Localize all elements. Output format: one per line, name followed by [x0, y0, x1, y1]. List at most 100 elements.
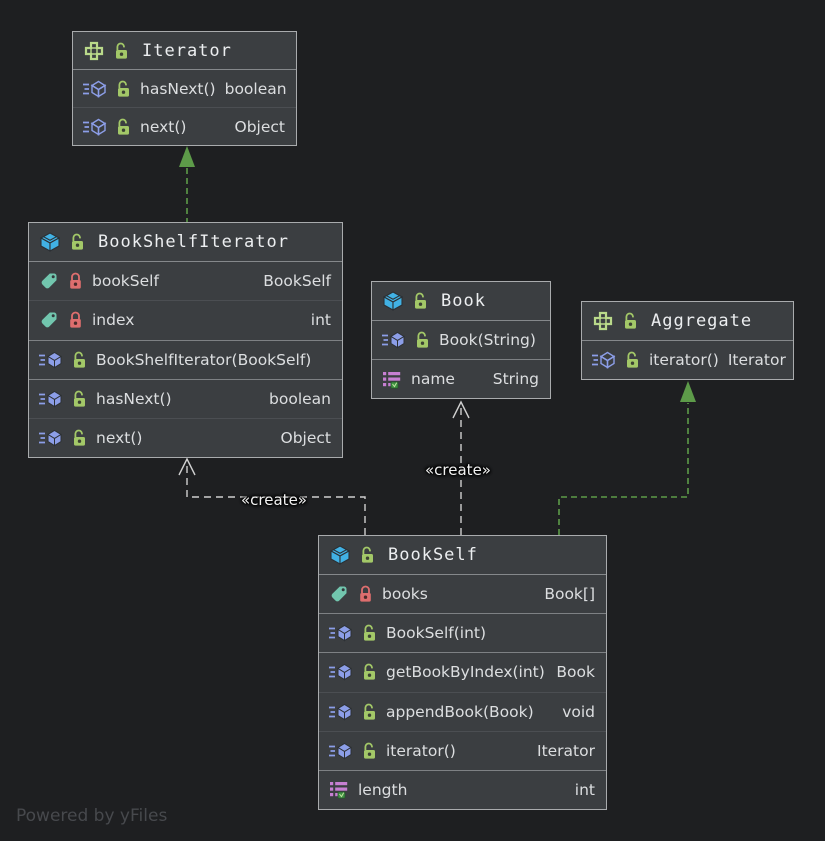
class-title: Book [441, 291, 486, 311]
class-node-bookself[interactable]: BookSelf books Book[] [318, 535, 607, 810]
property-icon [330, 782, 348, 800]
member-type: Book[] [544, 585, 595, 604]
interface-method-icon [83, 80, 107, 98]
member-name: BookShelfIterator(BookSelf) [96, 350, 312, 369]
member-row[interactable]: name String [372, 359, 550, 398]
public-lock-icon [74, 429, 85, 446]
member-name: books [382, 585, 428, 604]
class-icon [329, 545, 351, 565]
field-icon [41, 312, 57, 328]
member-type: int [574, 780, 595, 799]
member-row[interactable]: BookShelfIterator(BookSelf) [29, 339, 342, 379]
public-lock-icon [364, 625, 375, 641]
member-name: bookSelf [92, 272, 159, 291]
member-type: Iterator [727, 351, 786, 369]
member-type: Iterator [537, 741, 595, 760]
member-name: appendBook(Book) [386, 702, 534, 721]
member-type: boolean [224, 79, 287, 98]
method-icon [382, 331, 405, 349]
method-icon [329, 742, 352, 760]
method-icon [329, 703, 352, 721]
public-lock-icon [74, 351, 85, 368]
property-icon [383, 371, 401, 389]
member-name: iterator() [649, 351, 719, 369]
class-node-iterator[interactable]: Iterator hasNext() boolean [72, 31, 297, 146]
member-row[interactable]: books Book[] [319, 574, 606, 613]
class-node-bookshelfiterator[interactable]: BookShelfIterator bookSelf BookSelf [28, 222, 343, 458]
private-lock-icon [70, 312, 81, 329]
private-lock-icon [70, 272, 81, 289]
member-row[interactable]: hasNext() boolean [29, 378, 342, 418]
open-arrowhead-icon [452, 400, 470, 419]
class-node-book[interactable]: Book Book(String) [371, 281, 551, 399]
class-icon [39, 232, 61, 253]
interface-method-icon [83, 118, 107, 136]
member-name: next() [96, 428, 143, 447]
member-row[interactable]: length int [319, 769, 606, 809]
class-icon [382, 291, 404, 311]
public-lock-icon [118, 118, 129, 135]
public-lock-icon [627, 351, 638, 368]
member-row[interactable]: appendBook(Book) void [319, 691, 606, 731]
create-edge-label: «create» [241, 491, 307, 509]
create-edge-bookself-book[interactable] [452, 400, 470, 535]
member-row[interactable]: hasNext() boolean [73, 69, 296, 107]
member-name: getBookByIndex(int) [386, 663, 545, 682]
member-row[interactable]: next() Object [29, 417, 342, 457]
member-type: String [492, 370, 539, 388]
member-name: index [92, 311, 135, 330]
realization-arrowhead-icon [179, 146, 195, 167]
realization-arrowhead-icon [680, 381, 696, 402]
class-header-bookself[interactable]: BookSelf [319, 536, 606, 574]
open-arrowhead-icon [178, 457, 196, 476]
member-row[interactable]: BookSelf(int) [319, 613, 606, 652]
member-name: hasNext() [140, 79, 216, 98]
public-lock-icon [364, 664, 375, 681]
member-name: next() [140, 117, 187, 136]
realization-edge-bookshelfiterator-iterator[interactable] [179, 146, 195, 224]
member-type: Object [280, 428, 331, 447]
public-lock-icon [415, 292, 426, 309]
interface-icon [84, 41, 104, 60]
public-lock-icon [72, 233, 83, 250]
field-icon [41, 273, 57, 289]
member-row[interactable]: next() Object [73, 107, 296, 145]
member-name: Book(String) [439, 331, 536, 349]
create-edge-label: «create» [425, 461, 491, 479]
member-type: boolean [269, 389, 331, 408]
public-lock-icon [74, 390, 85, 407]
class-title: BookSelf [388, 545, 478, 566]
class-header-bookshelfiterator[interactable]: BookShelfIterator [29, 223, 342, 261]
public-lock-icon [625, 312, 636, 329]
create-edge-bookself-bookshelfiterator[interactable] [178, 457, 366, 535]
member-name: length [358, 780, 408, 799]
field-icon [331, 586, 347, 602]
member-row[interactable]: Book(String) [372, 320, 550, 359]
method-icon [39, 390, 62, 408]
class-title: BookShelfIterator [98, 232, 289, 253]
class-header-iterator[interactable]: Iterator [73, 32, 296, 69]
method-icon [329, 664, 352, 681]
member-row[interactable]: iterator() Iterator [319, 730, 606, 770]
member-name: iterator() [386, 741, 456, 760]
realization-edge-bookself-aggregate[interactable] [558, 381, 696, 535]
method-icon [39, 351, 62, 368]
public-lock-icon [362, 546, 373, 563]
method-icon [329, 625, 352, 642]
public-lock-icon [417, 331, 428, 348]
class-title: Aggregate [651, 311, 753, 331]
class-header-aggregate[interactable]: Aggregate [582, 302, 793, 340]
public-lock-icon [364, 703, 375, 720]
member-row[interactable]: getBookByIndex(int) Book [319, 652, 606, 691]
member-name: name [411, 370, 455, 388]
class-header-book[interactable]: Book [372, 282, 550, 320]
class-node-aggregate[interactable]: Aggregate iterator() Iterator [581, 301, 794, 380]
class-title: Iterator [142, 40, 232, 61]
member-row[interactable]: bookSelf BookSelf [29, 261, 342, 300]
member-type: Book [556, 663, 595, 682]
member-row[interactable]: index int [29, 300, 342, 339]
member-row[interactable]: iterator() Iterator [582, 340, 793, 379]
private-lock-icon [360, 585, 371, 602]
